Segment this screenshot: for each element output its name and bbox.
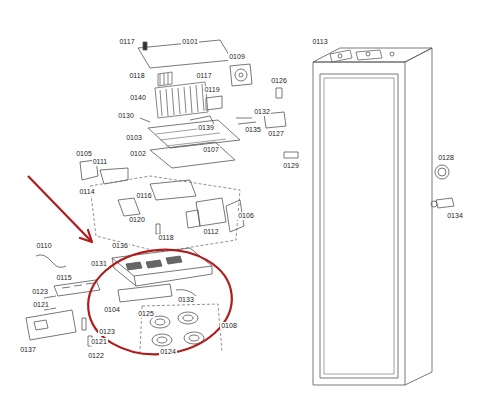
- callout-number: 0123: [31, 288, 49, 296]
- callout-number: 0117: [195, 72, 212, 80]
- callout-number: 0140: [129, 94, 147, 102]
- callout-number: 0116: [135, 192, 152, 200]
- callout-number: 0104: [103, 306, 121, 314]
- callout-number: 0132: [253, 108, 271, 116]
- callout-number: 0103: [125, 134, 143, 142]
- callout-number: 0120: [128, 216, 146, 224]
- highlight: [28, 176, 237, 361]
- callout-number: 0124: [159, 348, 177, 356]
- callout-number: 0101: [181, 38, 199, 46]
- callout-number: 0130: [117, 112, 135, 120]
- callout-number: 0110: [35, 242, 52, 250]
- callout-number: 0127: [267, 130, 285, 138]
- callout-number: 0107: [202, 146, 220, 154]
- callout-number: 0121: [32, 301, 50, 309]
- callout-number: 0136: [111, 242, 129, 250]
- callout-number: 0125: [137, 310, 155, 318]
- callout-number: 0135: [244, 126, 262, 134]
- callout-number: 0133: [177, 296, 195, 304]
- callout-number: 0122: [87, 352, 105, 360]
- callout-number: 0139: [197, 124, 215, 132]
- callout-number: 0128: [437, 154, 455, 162]
- callout-number: 0117: [118, 38, 135, 46]
- callout-number: 0134: [446, 212, 464, 220]
- callout-number: 0109: [228, 53, 246, 61]
- callout-number: 0114: [78, 188, 95, 196]
- cabinet: [313, 48, 432, 385]
- callout-number: 0113: [311, 38, 328, 46]
- callout-number: 0131: [90, 260, 108, 268]
- callout-number: 0112: [202, 228, 219, 236]
- callout-number: 0106: [237, 212, 255, 220]
- callout-number: 0123: [98, 328, 116, 336]
- callout-number: 0118: [128, 72, 145, 80]
- callout-number: 0102: [129, 150, 147, 158]
- callout-number: 0118: [157, 234, 174, 242]
- callout-number: 0121: [90, 338, 108, 346]
- callout-number: 0119: [203, 86, 220, 94]
- callout-number: 0129: [282, 162, 300, 170]
- callout-number: 0108: [220, 322, 238, 330]
- callout-number: 0105: [75, 150, 93, 158]
- callout-number: 0137: [19, 346, 37, 354]
- callout-number: 0115: [55, 274, 72, 282]
- callout-number: 0111: [92, 158, 109, 166]
- callout-number: 0126: [270, 77, 288, 85]
